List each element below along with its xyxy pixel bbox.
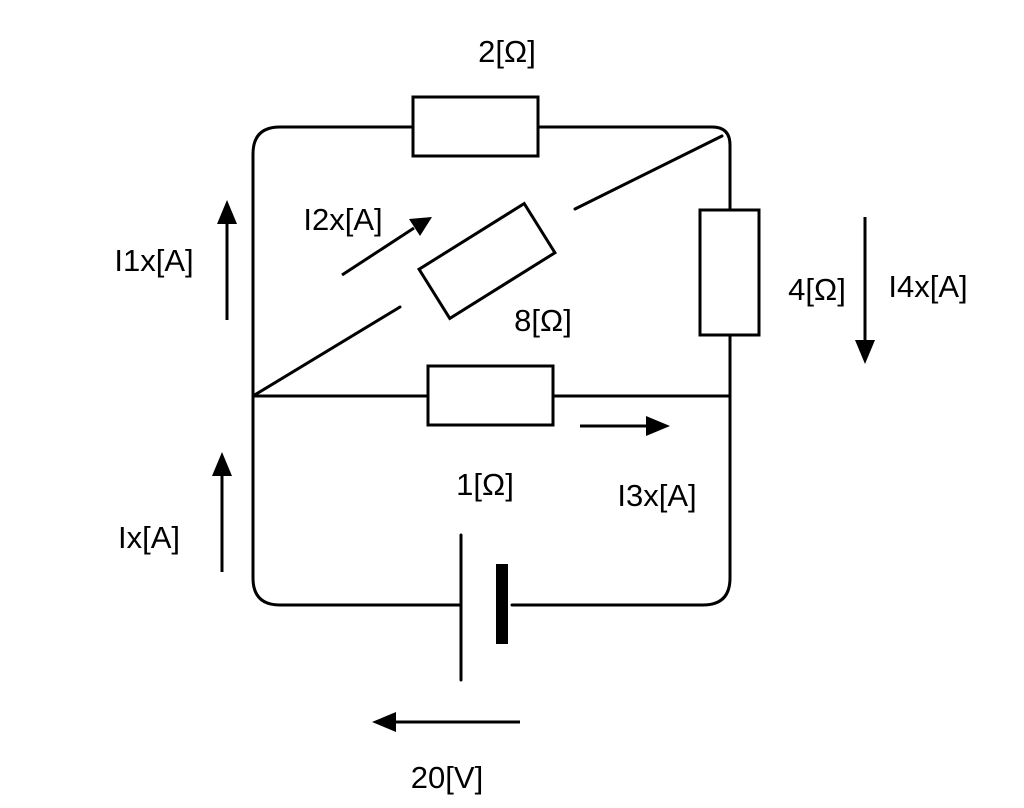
wire-top-right (536, 125, 732, 212)
resistor-2-ohm (411, 95, 540, 158)
wire-diagonal-lower (251, 305, 402, 398)
arrow-i4 (855, 217, 875, 364)
arrow-i1 (217, 200, 237, 320)
label-resistor-2-ohm: 2[Ω] (478, 34, 536, 69)
wire-bottom-left (251, 394, 463, 607)
resistor-8-ohm (416, 201, 558, 321)
label-current-i4: I4x[A] (888, 269, 967, 304)
arrow-i3 (580, 416, 670, 436)
arrow-i2 (341, 217, 432, 277)
label-current-i1: I1x[A] (114, 243, 193, 278)
label-source-voltage: 20[V] (411, 760, 483, 795)
resistor-4-ohm (698, 208, 761, 337)
label-resistor-1-ohm: 1[Ω] (456, 467, 514, 502)
arrow-ix (212, 452, 232, 572)
label-resistor-4-ohm: 4[Ω] (788, 272, 846, 307)
label-current-i2: I2x[A] (303, 202, 382, 237)
label-resistor-8-ohm: 8[Ω] (514, 303, 572, 338)
wire-right-lower (510, 333, 732, 607)
wire-top-left (251, 125, 415, 398)
label-current-ix: Ix[A] (118, 520, 180, 555)
wire-diagonal-upper (573, 134, 724, 211)
resistor-1-ohm (426, 364, 555, 427)
arrow-voltage (372, 712, 520, 732)
label-current-i3: I3x[A] (617, 478, 696, 513)
battery-short-plate (496, 564, 508, 644)
